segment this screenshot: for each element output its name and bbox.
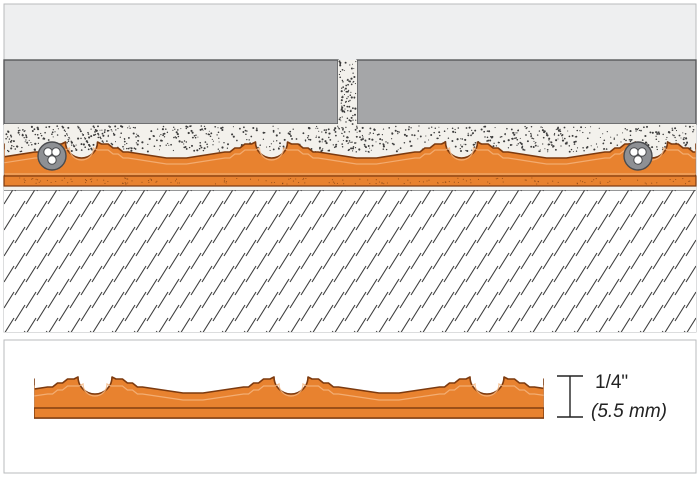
membrane-profile-detail — [34, 376, 544, 419]
thickness-imperial: 1/4" — [595, 372, 628, 393]
heating-cable-right — [623, 141, 653, 171]
membrane-fleece — [3, 175, 697, 187]
heating-cable-icon — [37, 141, 67, 171]
thickness-metric: (5.5 mm) — [591, 401, 667, 422]
heating-cable-left — [37, 141, 67, 171]
dimension-bracket-icon — [557, 375, 583, 418]
concrete-substrate — [4, 189, 696, 332]
heating-cable-icon — [623, 141, 653, 171]
tile-left — [3, 59, 339, 125]
tile-right — [356, 59, 697, 125]
